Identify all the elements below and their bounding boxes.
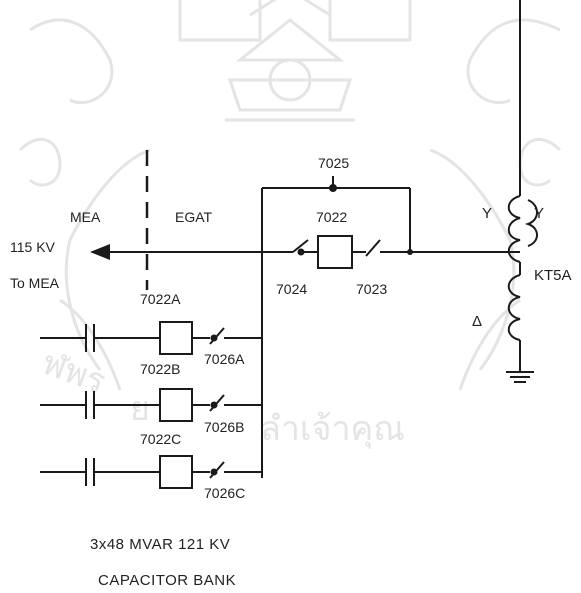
transformer-primary-coil [507, 195, 521, 263]
breaker-7022 [317, 235, 353, 269]
transformer-secondary-coil [524, 199, 538, 247]
ground-icon [506, 371, 534, 383]
transformer-name-label: KT5A [534, 267, 572, 284]
main-path-junction-dot [407, 249, 413, 255]
line-destination-label: To MEA [10, 275, 60, 291]
switch-7025-label: 7025 [318, 155, 350, 171]
disconnect-7023-label: 7023 [356, 281, 388, 297]
breaker-7022c-label: 7022C [140, 431, 182, 447]
svg-text:ฬพร: ฬพร [37, 343, 111, 402]
breaker-7022b-label: 7022B [140, 361, 181, 377]
line-voltage-label: 115 KV [10, 239, 55, 255]
transformer-tertiary-coil [507, 274, 521, 341]
disconnect-7024-blade [292, 239, 309, 253]
disconnect-7026c-label: 7026C [204, 485, 246, 501]
region-label-egat: EGAT [175, 209, 213, 225]
capacitor-bank-title: CAPACITOR BANK [98, 572, 237, 589]
disconnect-7024-label: 7024 [276, 281, 308, 297]
transformer-secondary-symbol: Y [534, 205, 545, 222]
disconnect-7026b-label: 7026B [204, 419, 245, 435]
svg-text:ลำเจ้าคุณ: ลำเจ้าคุณ [260, 409, 405, 449]
breaker-7022-label: 7022 [316, 209, 348, 225]
capacitor-branch-b [40, 388, 262, 422]
transformer-tertiary-symbol: Δ [472, 313, 483, 330]
region-label-mea: MEA [70, 209, 101, 225]
transformer-primary-symbol: Y [482, 205, 493, 222]
capacitor-branch-a [40, 321, 262, 355]
university-seal-watermark [18, 0, 562, 391]
capacitor-bank-rating: 3x48 MVAR 121 KV [90, 536, 231, 553]
capacitor-branch-c [40, 455, 262, 489]
breaker-7022a-label: 7022A [140, 291, 181, 307]
disconnect-7026a-label: 7026A [204, 351, 245, 367]
disconnect-7023-blade [365, 239, 381, 257]
